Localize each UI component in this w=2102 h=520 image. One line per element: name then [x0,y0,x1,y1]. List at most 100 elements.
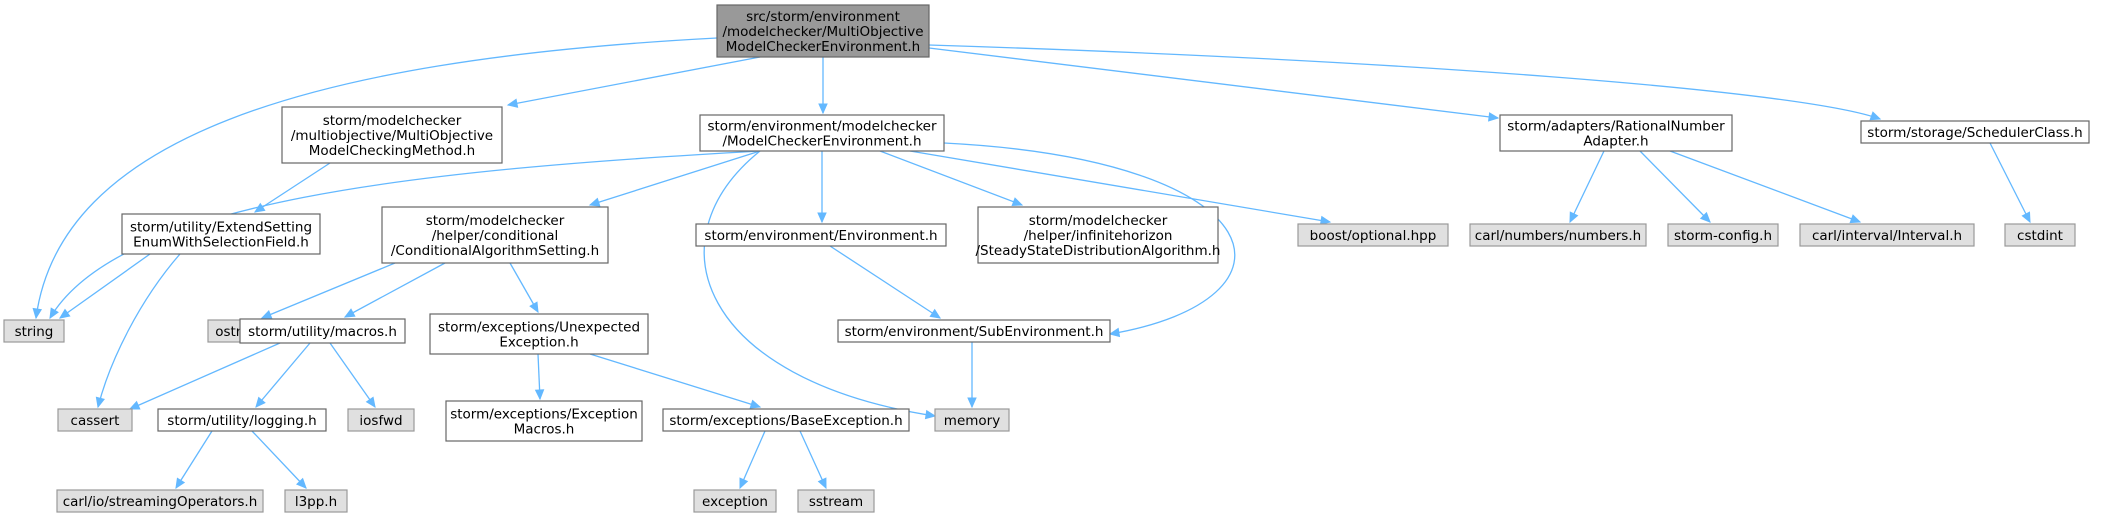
node-box [2004,223,2076,247]
node-cond-alg[interactable]: storm/modelchecker/helper/conditional/Co… [381,206,609,264]
arrow-head-icon [295,477,307,489]
node-mc-env[interactable]: storm/environment/modelchecker/ModelChec… [699,114,945,152]
node-label-line: storm/environment/SubEnvironment.h [845,324,1104,340]
arrow-head-icon [534,389,545,401]
node-mo-method[interactable]: storm/modelchecker/multiobjective/MultiO… [281,106,503,164]
node-box [837,319,1111,343]
node-box [699,114,945,152]
node-box [429,313,649,355]
edge-logging-to-l3pp [251,430,307,489]
node-box [1799,223,1975,247]
edge-base_exc-to-sstream [799,430,827,490]
node-root[interactable]: src/storm/environment/modelchecker/Multi… [716,4,930,58]
node-label-line: ModelCheckerEnvironment.h [726,39,920,55]
node-scheduler[interactable]: storm/storage/SchedulerClass.h [1860,120,2090,144]
edge-line [1639,150,1711,223]
node-macros[interactable]: storm/utility/macros.h [239,318,406,344]
node-box [239,318,406,344]
node-label-line: /SteadyStateDistributionAlgorithm.h [975,243,1220,259]
node-steady[interactable]: storm/modelchecker/helper/infinitehorizo… [975,206,1221,264]
node-storm-config: storm-config.h [1667,223,1779,247]
node-extend[interactable]: storm/utility/ExtendSettingEnumWithSelec… [121,213,321,255]
edge-line [879,150,1023,206]
edge-line [1989,142,2031,223]
node-logging[interactable]: storm/utility/logging.h [157,408,327,432]
node-box [662,408,910,432]
edge-extend-to-cassert [95,253,181,409]
node-label-line: storm/modelchecker [1029,213,1168,229]
edge-root-to-mc_env [818,57,828,115]
edge-line [261,262,396,319]
node-box [281,106,503,164]
edge-line [49,150,761,319]
node-label-line: carl/io/streamingOperators.h [63,494,258,510]
edge-line [739,430,766,489]
node-label-line: carl/interval/Interval.h [1812,228,1962,244]
node-subenv[interactable]: storm/environment/SubEnvironment.h [837,319,1111,343]
edge-unexpected-to-exc_macros [534,353,545,401]
node-box [1860,120,2090,144]
edge-unexpected-to-base_exc [589,353,762,409]
arrow-head-icon [32,307,43,320]
edge-base_exc-to-exception [739,430,766,490]
arrow-head-icon [58,308,71,319]
node-label-line: storm/modelchecker [323,113,462,129]
node-label-line: cstdint [2017,228,2063,244]
arrow-head-icon [255,396,266,408]
arrow-head-icon [817,477,827,490]
arrow-head-icon [529,301,539,314]
arrow-head-icon [365,396,376,409]
arrow-head-icon [967,397,977,409]
node-sstream: sstream [797,489,875,513]
node-label-line: storm/exceptions/Exception [450,407,638,423]
node-label-line: /multiobjective/MultiObjective [291,128,493,144]
arrow-head-icon [1569,211,1579,224]
node-box [347,408,415,432]
node-box [693,489,777,513]
arrow-head-icon [749,399,762,409]
arrow-head-icon [1699,211,1711,223]
node-carl-interval: carl/interval/Interval.h [1799,223,1975,247]
node-label-line: storm/exceptions/BaseException.h [669,413,902,429]
edge-logging-to-carl_io [175,430,213,490]
node-iosfwd: iosfwd [347,408,415,432]
node-memory: memory [934,408,1010,432]
arrow-head-icon [95,396,105,409]
edge-line [129,342,281,410]
node-cassert: cassert [57,408,133,432]
edge-line [254,162,331,213]
node-box [56,489,264,513]
node-label-line: memory [944,413,1000,429]
arrow-head-icon [818,103,828,115]
edge-mc_env-to-cond_alg [588,150,761,207]
edge-line [799,430,827,489]
node-label-line: EnumWithSelectionField.h [133,235,309,251]
node-env[interactable]: storm/environment/Environment.h [695,223,947,247]
node-label-line: string [15,324,54,340]
edge-line [1669,150,1861,223]
edge-rational-to-carl_numbers [1569,150,1605,224]
node-base-exc[interactable]: storm/exceptions/BaseException.h [662,408,910,432]
node-label-line: Adapter.h [1583,134,1648,150]
edge-subenv-to-memory [967,342,977,409]
node-box [3,319,65,343]
node-label-line: exception [702,494,768,510]
edge-line [507,56,761,106]
node-label-line: boost/optional.hpp [1310,228,1437,244]
edge-cond_alg-to-macros [343,262,446,318]
arrow-head-icon [128,400,141,410]
edge-cond_alg-to-ostream [260,262,396,319]
edge-macros-to-iosfwd [329,342,376,409]
edge-root-to-mo_method [506,56,761,108]
node-label-line: /ConditionalAlgorithmSetting.h [391,243,599,259]
node-label-line: storm/environment/modelchecker [707,119,937,135]
edge-line [344,262,446,318]
arrow-head-icon [739,477,749,490]
edge-rational-to-storm_config [1639,150,1711,223]
arrow-head-icon [924,409,937,420]
arrow-head-icon [2021,211,2031,224]
